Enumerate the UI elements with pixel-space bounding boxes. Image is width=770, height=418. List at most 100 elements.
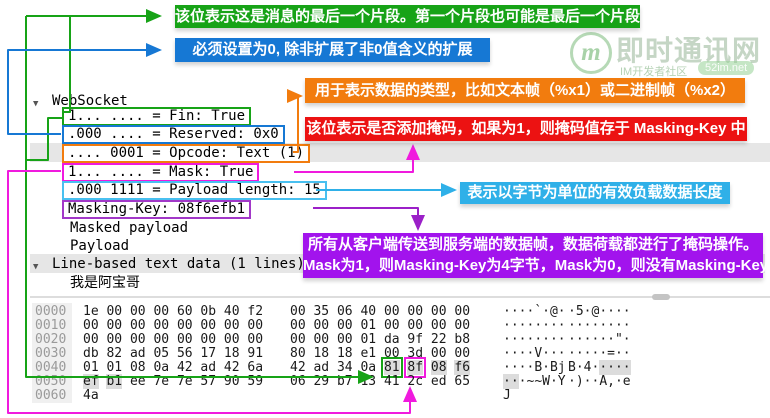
hex-byte[interactable]: 82 <box>106 346 123 361</box>
hex-byte[interactable]: 00 <box>407 304 424 319</box>
hex-byte[interactable]: 00 <box>430 304 447 319</box>
hex-byte[interactable]: 00 <box>383 318 400 333</box>
hex-byte[interactable]: f2 <box>247 304 264 319</box>
hex-byte[interactable]: 01 <box>83 360 99 375</box>
hex-byte[interactable]: 0b <box>200 304 217 319</box>
hex-byte[interactable]: b8 <box>454 332 471 347</box>
hex-byte[interactable]: 00 <box>106 318 123 333</box>
hex-byte[interactable]: 41 <box>383 374 400 389</box>
hex-byte[interactable]: 34 <box>336 360 353 375</box>
hex-byte[interactable]: 00 <box>153 304 170 319</box>
hex-byte[interactable]: 00 <box>290 318 306 333</box>
hex-byte[interactable]: 01 <box>360 332 377 347</box>
expander-triangle-icon[interactable]: ▼ <box>33 262 39 272</box>
hex-byte[interactable]: 1e <box>83 304 99 319</box>
tree-row-5[interactable]: .000 1111 = Payload length: 15 <box>62 181 327 200</box>
hex-byte[interactable]: ef <box>83 374 99 389</box>
hex-byte[interactable]: 56 <box>176 346 193 361</box>
hex-bytes-g1[interactable]: 1e 00 00 00 60 0b 40 f2 <box>83 305 263 318</box>
hex-byte[interactable]: 65 <box>454 374 471 389</box>
hex-byte[interactable]: 00 <box>313 332 330 347</box>
hex-byte[interactable]: 00 <box>290 304 306 319</box>
hex-byte[interactable]: 08 <box>430 360 447 375</box>
hex-byte[interactable]: 2c <box>407 374 424 389</box>
hex-byte[interactable]: 00 <box>153 332 170 347</box>
hex-byte[interactable]: 00 <box>383 346 400 361</box>
hex-bytes-g1[interactable]: 00 00 00 00 00 00 00 00 <box>83 333 263 346</box>
hex-byte[interactable]: 00 <box>313 318 330 333</box>
hex-byte[interactable]: 00 <box>83 318 99 333</box>
hex-byte[interactable]: 00 <box>106 304 123 319</box>
hex-byte[interactable]: 42 <box>176 360 193 375</box>
hex-byte[interactable]: 01 <box>106 360 123 375</box>
hex-byte[interactable]: da <box>383 332 400 347</box>
hex-byte[interactable]: 00 <box>200 332 217 347</box>
hex-byte[interactable]: 91 <box>247 346 264 361</box>
hex-byte[interactable]: 01 <box>360 318 377 333</box>
hex-bytes-g2[interactable]: 00 00 00 01 00 00 00 00 <box>290 319 470 332</box>
hex-byte[interactable]: ad <box>313 360 330 375</box>
hex-byte[interactable]: 3d <box>407 346 424 361</box>
hex-byte[interactable]: 6a <box>247 360 264 375</box>
hex-byte[interactable]: 17 <box>200 346 217 361</box>
hex-bytes-g1[interactable]: 00 00 00 00 00 00 00 00 <box>83 319 263 332</box>
hex-byte[interactable]: 00 <box>83 332 99 347</box>
hex-byte[interactable]: 13 <box>360 374 377 389</box>
hex-byte[interactable]: 00 <box>200 318 217 333</box>
hex-byte[interactable]: 00 <box>247 318 264 333</box>
hex-bytes-g2[interactable]: 80 18 18 e1 00 3d 00 00 <box>290 347 470 360</box>
hex-byte[interactable]: 80 <box>290 346 306 361</box>
hex-byte[interactable]: db <box>83 346 99 361</box>
hex-byte[interactable]: 8f <box>404 357 427 378</box>
hex-byte[interactable]: 0a <box>153 360 170 375</box>
hex-bytes-g1[interactable]: db 82 ad 05 56 17 18 91 <box>83 347 263 360</box>
hex-byte[interactable]: 00 <box>336 318 353 333</box>
hex-byte[interactable]: 00 <box>454 318 471 333</box>
hex-byte[interactable]: 00 <box>383 304 400 319</box>
hex-byte[interactable]: 00 <box>176 332 193 347</box>
hex-byte[interactable]: b7 <box>336 374 353 389</box>
hex-byte[interactable]: ed <box>430 374 447 389</box>
hex-byte[interactable]: 59 <box>247 374 264 389</box>
hex-byte[interactable]: f6 <box>454 360 471 375</box>
hex-byte[interactable]: 40 <box>223 304 240 319</box>
hex-byte[interactable]: 00 <box>454 346 471 361</box>
hex-byte[interactable]: 00 <box>454 304 471 319</box>
hex-byte[interactable]: 00 <box>129 304 146 319</box>
hex-byte[interactable]: 90 <box>223 374 240 389</box>
hex-byte[interactable]: 06 <box>290 374 306 389</box>
hex-bytes-g1[interactable]: 01 01 08 0a 42 ad 42 6a <box>83 361 263 374</box>
hex-byte[interactable]: 05 <box>153 346 170 361</box>
hex-byte[interactable]: 40 <box>360 304 377 319</box>
hex-bytes-g2[interactable]: 00 00 00 01 da 9f 22 b8 <box>290 333 470 346</box>
hex-byte[interactable]: b1 <box>106 374 123 389</box>
hex-bytes-g2[interactable]: 42 ad 34 0a 81 8f 08 f6 <box>290 357 471 378</box>
hex-byte[interactable]: 60 <box>176 304 193 319</box>
hex-byte[interactable]: 00 <box>176 318 193 333</box>
hex-byte[interactable]: 81 <box>381 357 403 378</box>
hex-bytes-g2[interactable]: 06 29 b7 13 41 2c ed 65 <box>290 375 470 388</box>
hex-bytes-g1[interactable]: 4a <box>83 389 99 402</box>
hex-byte[interactable]: 18 <box>223 346 240 361</box>
hex-byte[interactable]: ad <box>129 346 146 361</box>
tree-row-1[interactable]: 1... .... = Fin: True <box>62 107 252 126</box>
hex-byte[interactable]: e1 <box>360 346 377 361</box>
tree-row-10[interactable]: 我是阿宝哥 <box>70 275 140 291</box>
tree-row-3[interactable]: .... 0001 = Opcode: Text (1) <box>62 144 311 163</box>
tree-row-2[interactable]: .000 .... = Reserved: 0x0 <box>62 125 285 144</box>
hex-byte[interactable]: 9f <box>407 332 424 347</box>
hex-byte[interactable]: 18 <box>313 346 330 361</box>
tree-row-6[interactable]: Masking-Key: 08f6efb1 <box>62 200 252 219</box>
hex-byte[interactable]: 00 <box>153 318 170 333</box>
hex-byte[interactable]: 29 <box>313 374 330 389</box>
hex-byte[interactable]: 00 <box>129 332 146 347</box>
hex-byte[interactable]: 22 <box>430 332 447 347</box>
hex-byte[interactable]: 00 <box>223 318 240 333</box>
hex-byte[interactable]: 00 <box>290 332 306 347</box>
hex-byte[interactable]: 18 <box>336 346 353 361</box>
hex-byte[interactable]: 06 <box>336 304 353 319</box>
hex-byte[interactable]: 08 <box>129 360 146 375</box>
divider-scrollbar-thumb[interactable] <box>652 294 670 300</box>
hex-byte[interactable]: 00 <box>223 332 240 347</box>
hex-byte[interactable]: 42 <box>290 360 306 375</box>
